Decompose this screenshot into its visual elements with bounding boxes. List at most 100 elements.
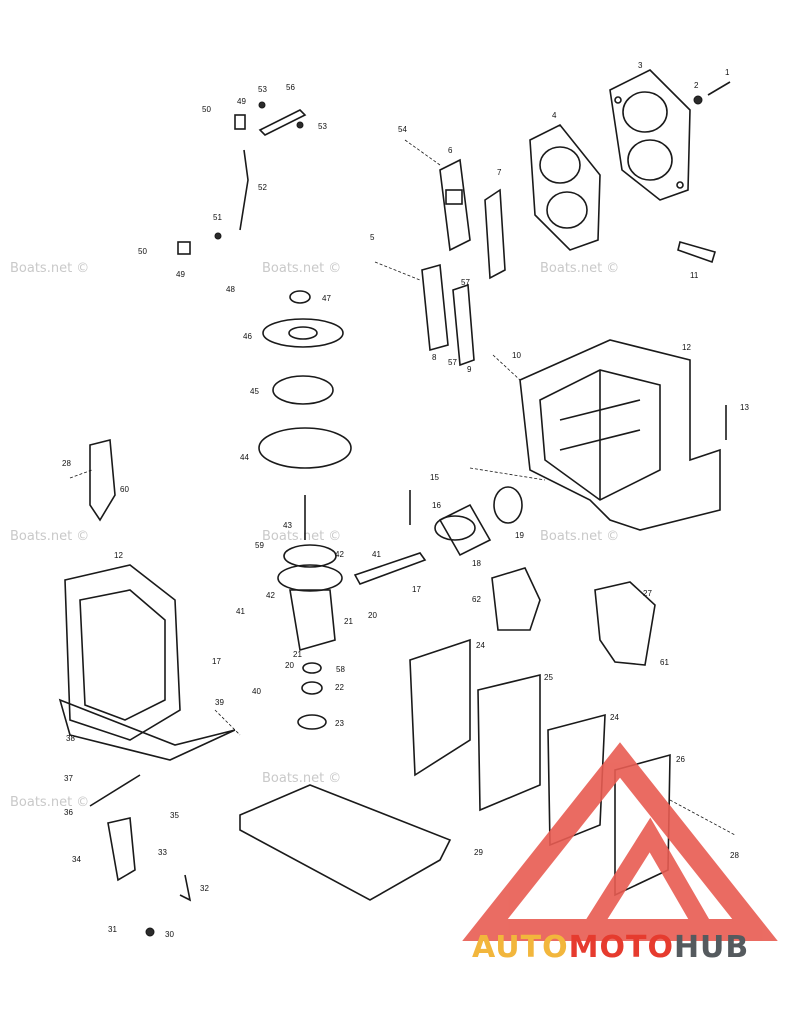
plate-9-part [452, 283, 475, 367]
callout-51: 51 [213, 213, 222, 222]
watermark: Boats.net © [540, 261, 619, 276]
watermark: Boats.net © [262, 771, 341, 786]
cover-27-part [594, 581, 656, 666]
callout-9: 9 [467, 365, 472, 374]
bracket-33-part [107, 817, 136, 882]
callout-50-b: 50 [138, 247, 147, 256]
callout-29: 29 [474, 848, 483, 857]
callout-16: 16 [432, 501, 441, 510]
gasket-7-part [484, 188, 506, 280]
spring-36-part [89, 774, 141, 807]
callout-20: 20 [368, 611, 377, 620]
cylinder-block-part [519, 339, 721, 531]
callout-40: 40 [252, 687, 261, 696]
callout-18: 18 [472, 559, 481, 568]
head-gasket-part [529, 123, 601, 251]
clip-32-part [179, 874, 192, 902]
callout-21: 21 [344, 617, 353, 626]
watermark: Boats.net © [540, 529, 619, 544]
brand-word-moto: MOTO [568, 930, 674, 965]
callout-27: 27 [643, 589, 652, 598]
callout-50: 50 [202, 105, 211, 114]
callout-7: 7 [497, 168, 502, 177]
callout-39: 39 [215, 698, 224, 707]
callout-61: 61 [660, 658, 669, 667]
callout-11: 11 [690, 271, 699, 280]
callout-47: 47 [322, 294, 331, 303]
brand-logo: AUTOMOTOHUB [472, 930, 749, 965]
callout-35: 35 [170, 811, 179, 820]
callout-17: 17 [412, 585, 421, 594]
callout-12-b: 12 [114, 551, 123, 560]
bracket-60-part [89, 438, 116, 522]
plate-8-part [421, 263, 449, 352]
callout-60: 60 [120, 485, 129, 494]
logo-triangle-icon [462, 742, 778, 941]
callout-21-b: 21 [293, 650, 302, 659]
callout-24-b: 24 [610, 713, 619, 722]
callout-26: 26 [676, 755, 685, 764]
callout-6: 6 [448, 146, 453, 155]
callout-32: 32 [200, 884, 209, 893]
callout-57: 57 [461, 278, 470, 287]
callout-10: 10 [512, 351, 521, 360]
base-gasket-part [239, 784, 452, 901]
callout-54: 54 [398, 125, 407, 134]
callout-49-b: 49 [176, 270, 185, 279]
callout-41: 41 [372, 550, 381, 559]
throttle-linkage-part [177, 101, 307, 255]
callout-1: 1 [725, 68, 730, 77]
callout-28-b: 28 [730, 851, 739, 860]
watermark: Boats.net © [262, 529, 341, 544]
bearing-box-part [491, 567, 541, 631]
callout-53: 53 [258, 85, 267, 94]
watermark: Boats.net © [262, 261, 341, 276]
callout-2: 2 [694, 81, 699, 90]
callout-4: 4 [552, 111, 557, 120]
callout-41-b: 41 [236, 607, 245, 616]
crankcase-part [58, 564, 236, 761]
callout-62: 62 [472, 595, 481, 604]
callout-13: 13 [740, 403, 749, 412]
callout-24: 24 [476, 641, 485, 650]
callout-36: 36 [64, 808, 73, 817]
callout-59: 59 [255, 541, 264, 550]
callout-30: 30 [165, 930, 174, 939]
callout-3: 3 [638, 61, 643, 70]
watermark: Boats.net © [10, 261, 89, 276]
callout-58: 58 [336, 665, 345, 674]
callout-52: 52 [258, 183, 267, 192]
callout-44: 44 [240, 453, 249, 462]
callout-53-b: 53 [318, 122, 327, 131]
callout-34: 34 [72, 855, 81, 864]
callout-17-b: 17 [212, 657, 221, 666]
watermark: Boats.net © [10, 529, 89, 544]
callout-23: 23 [335, 719, 344, 728]
callout-38: 38 [66, 734, 75, 743]
callout-20-b: 20 [285, 661, 294, 670]
callout-45: 45 [250, 387, 259, 396]
crankshaft-stack-part [258, 290, 352, 730]
callout-33: 33 [158, 848, 167, 857]
callout-8: 8 [432, 353, 437, 362]
callout-42: 42 [335, 550, 344, 559]
callout-46: 46 [243, 332, 252, 341]
callout-22: 22 [335, 683, 344, 692]
watermark: Boats.net © [10, 795, 89, 810]
callout-28: 28 [62, 459, 71, 468]
nut-30-part [145, 927, 155, 937]
callout-57-b: 57 [448, 358, 457, 367]
callout-56: 56 [286, 83, 295, 92]
nut-2-part [693, 95, 703, 105]
bolt-1-part [707, 81, 731, 96]
head-cover-part [609, 69, 691, 201]
callout-19: 19 [515, 531, 524, 540]
callout-12: 12 [682, 343, 691, 352]
cover-6-part [439, 158, 471, 252]
callout-43: 43 [283, 521, 292, 530]
callout-25: 25 [544, 673, 553, 682]
gasket-set-part [409, 638, 671, 897]
callout-31: 31 [108, 925, 117, 934]
brand-word-hub: HUB [673, 930, 750, 965]
